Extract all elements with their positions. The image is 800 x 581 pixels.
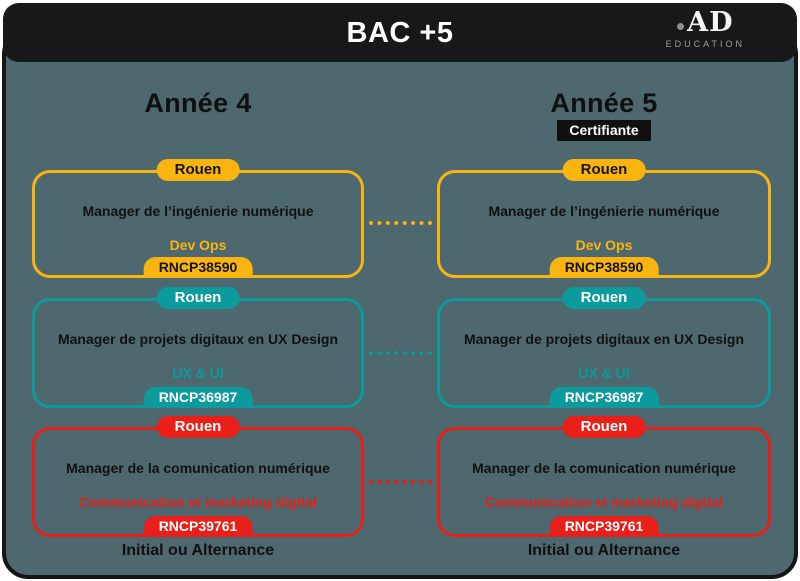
column-title-annee-5: Année 5 <box>550 88 658 118</box>
rncp-badge: RNCP39761 <box>549 516 659 537</box>
column-title-annee-4: Année 4 <box>144 88 252 118</box>
program-title: Manager de l’ingénierie numérique <box>82 203 314 219</box>
program-title: Manager de projets digitaux en UX Design <box>463 331 745 347</box>
program-card-ux-annee4: Rouen Manager de projets digitaux en UX … <box>32 287 364 408</box>
rncp-badge: RNCP38590 <box>549 257 659 278</box>
program-specialty: UX & UI <box>578 365 630 381</box>
certifiante-badge-wrap: Certifiante <box>437 120 771 141</box>
rncp-badge: RNCP39761 <box>143 516 253 537</box>
logo-mark: AD <box>666 9 745 36</box>
program-title: Manager de la comunication numérique <box>66 460 330 476</box>
campus-badge: Rouen <box>562 416 646 438</box>
program-title: Manager de la comunication numérique <box>472 460 736 476</box>
program-card-devops-annee5: Rouen Manager de l’ingénierie numérique … <box>437 159 771 278</box>
program-card-com-annee5: Rouen Manager de la comunication numériq… <box>437 416 771 537</box>
footer-initial-alternance-left: Initial ou Alternance <box>121 542 275 559</box>
program-title: Manager de projets digitaux en UX Design <box>57 331 339 347</box>
program-specialty: Communication et marketing digital <box>484 494 724 510</box>
footer-initial-alternance-right: Initial ou Alternance <box>527 542 681 559</box>
content-panel <box>2 28 798 579</box>
campus-badge: Rouen <box>156 159 240 181</box>
program-specialty: Dev Ops <box>169 237 227 253</box>
campus-badge: Rouen <box>156 416 240 438</box>
program-specialty: Dev Ops <box>575 237 633 253</box>
campus-badge: Rouen <box>156 287 240 309</box>
program-specialty: UX & UI <box>172 365 224 381</box>
program-card-ux-annee5: Rouen Manager de projets digitaux en UX … <box>437 287 771 408</box>
program-card-com-annee4: Rouen Manager de la comunication numériq… <box>32 416 364 537</box>
header-bar: BAC +5 AD EDUCATION <box>3 3 797 62</box>
campus-badge: Rouen <box>562 287 646 309</box>
logo-dot-icon <box>677 23 685 30</box>
connector-dots-ux <box>369 351 432 355</box>
connector-dots-devops <box>369 221 432 225</box>
program-title: Manager de l’ingénierie numérique <box>488 203 720 219</box>
connector-dots-com <box>369 480 432 484</box>
logo-mark-text: AD <box>687 7 734 38</box>
certifiante-badge: Certifiante <box>557 120 651 141</box>
program-specialty: Communication et marketing digital <box>78 494 318 510</box>
ad-education-logo: AD EDUCATION <box>666 9 745 49</box>
program-card-devops-annee4: Rouen Manager de l’ingénierie numérique … <box>32 159 364 278</box>
rncp-badge: RNCP36987 <box>143 387 253 408</box>
page-title: BAC +5 <box>346 17 454 49</box>
logo-subtitle: EDUCATION <box>665 39 745 49</box>
rncp-badge: RNCP38590 <box>143 257 253 278</box>
rncp-badge: RNCP36987 <box>549 387 659 408</box>
campus-badge: Rouen <box>562 159 646 181</box>
